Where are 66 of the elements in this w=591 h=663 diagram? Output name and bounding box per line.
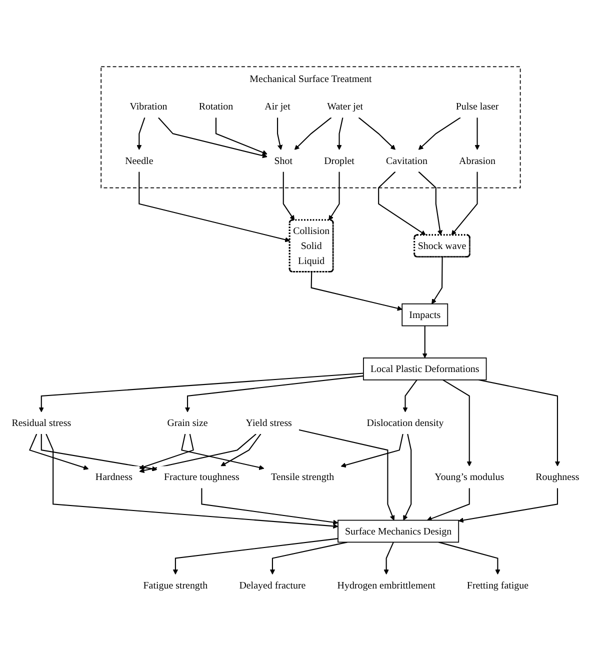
arrow (458, 488, 558, 523)
node-text: Yield stress (246, 417, 292, 428)
arrow (282, 172, 295, 220)
arrow (403, 434, 412, 520)
node-text: Droplet (324, 155, 354, 166)
arrow (40, 434, 158, 472)
arrow (340, 434, 404, 468)
arrow (220, 434, 262, 466)
arrow (277, 118, 283, 150)
node-text: Roughness (536, 471, 580, 483)
node-text: Vibration (130, 100, 168, 112)
node-text: Fretting fatigue (466, 580, 528, 591)
arrow (432, 257, 443, 304)
node-text: Delayed fracture (239, 580, 306, 591)
node-text: Young’s modulus (434, 471, 504, 483)
arrow (418, 117, 461, 150)
node-text: Grain size (167, 417, 208, 428)
node-box: Surface Mechanics Design (338, 520, 460, 543)
arrow (215, 118, 268, 155)
node-text: Tensile strength (270, 471, 334, 483)
arrow (184, 375, 364, 412)
arrow (418, 171, 443, 236)
arrow (384, 542, 394, 575)
node-text: Fatigue strength (143, 580, 208, 591)
arrow (478, 379, 560, 466)
arrow (310, 272, 402, 311)
node-text: Air jet (264, 100, 290, 112)
node-text: Pulse laser (456, 100, 499, 112)
arrow (38, 372, 364, 412)
node-text: Residual stress (12, 417, 72, 428)
arrow (438, 542, 500, 575)
arrow (172, 538, 338, 575)
arrow (358, 117, 396, 150)
arrow (298, 429, 395, 520)
node-text: Needle (125, 155, 154, 166)
node-text: Shot (274, 155, 292, 166)
arrow (28, 434, 89, 470)
arrow (422, 326, 428, 358)
arrow (328, 172, 340, 220)
node-box: Local Plastic Deformations (363, 358, 487, 380)
node-text: Hardness (95, 471, 132, 483)
arrow (201, 488, 338, 525)
arrow (158, 117, 268, 158)
arrow (451, 172, 478, 236)
node-text: Abrasion (459, 155, 496, 166)
arrow (474, 118, 480, 150)
node-text: Dislocation density (366, 417, 444, 428)
node-text: Cavitation (386, 155, 428, 166)
arrow (181, 434, 264, 470)
node-box: Impacts (402, 303, 448, 326)
arrow (270, 542, 348, 575)
arrow (442, 379, 472, 466)
node-text: Water jet (327, 100, 364, 112)
arrow (402, 380, 418, 412)
arrow (426, 488, 470, 522)
arrow (139, 434, 256, 474)
arrow (139, 434, 194, 470)
arrow (294, 117, 332, 150)
node-text: Hydrogen embrittlement (337, 580, 436, 591)
arrow (46, 434, 338, 529)
node-text: Fracture toughness (164, 471, 240, 483)
node-text: Rotation (198, 100, 234, 112)
arrow (378, 171, 426, 236)
arrow (336, 117, 344, 150)
arrow (136, 117, 146, 150)
arrow (138, 172, 290, 242)
